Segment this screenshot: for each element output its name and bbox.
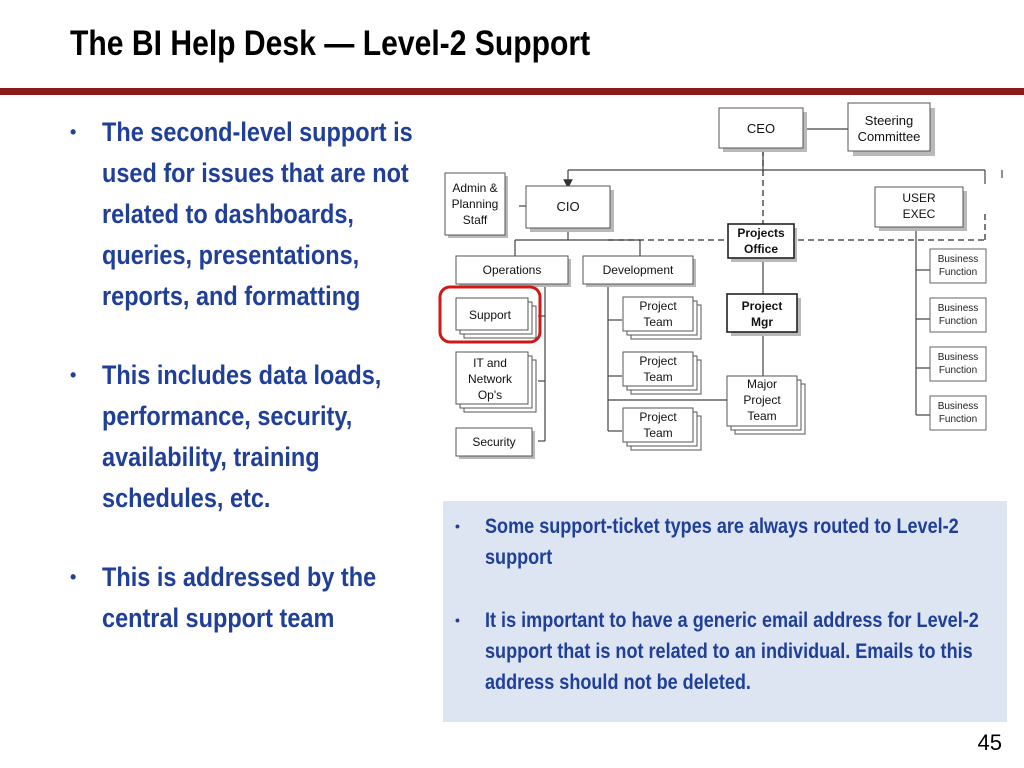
org-box-business-function: Business Function: [929, 346, 987, 382]
org-box-business-function: Business Function: [929, 248, 987, 284]
org-label: Project: [639, 354, 677, 368]
bullet-glyph: •: [70, 365, 77, 385]
org-box-operations: Operations: [455, 255, 571, 287]
bullet-text: This is addressed by the central support…: [102, 562, 377, 633]
org-label: Planning: [452, 197, 499, 211]
org-label: Operations: [483, 263, 542, 277]
org-label: Staff: [463, 213, 488, 227]
bullet-item: • The second-level support is used for i…: [70, 112, 420, 317]
title-rule: [0, 88, 1024, 95]
bullet-item: • This includes data loads, performance,…: [70, 355, 420, 519]
bullet-text: This includes data loads, performance, s…: [102, 360, 382, 513]
note-bullet-list: • Some support-ticket types are always r…: [453, 511, 993, 730]
org-label: IT and: [473, 356, 507, 370]
org-label: Project: [742, 299, 783, 313]
bullet-item: • This is addressed by the central suppo…: [70, 557, 420, 639]
org-label: Function: [939, 365, 977, 376]
org-label: Business: [938, 401, 979, 412]
bullet-glyph: •: [70, 567, 77, 587]
org-label: Team: [643, 315, 672, 329]
org-label: Op's: [478, 388, 502, 402]
org-label: Function: [939, 316, 977, 327]
org-label: Security: [472, 435, 515, 449]
org-label: Team: [747, 409, 776, 423]
org-label: Development: [603, 263, 674, 277]
org-label: Project: [639, 410, 677, 424]
org-label: Team: [643, 426, 672, 440]
org-box-user-exec: USER EXEC: [874, 186, 967, 231]
org-box-project-team: Project Team: [622, 351, 702, 395]
org-box-project-mgr: Project Mgr: [726, 293, 801, 336]
org-label: Project: [639, 299, 677, 313]
org-label: Network: [468, 372, 513, 386]
org-box-projects-office: Projects Office: [727, 223, 797, 262]
note-bullet-text: Some support-ticket types are always rou…: [485, 515, 959, 569]
org-box-security: Security: [455, 427, 535, 459]
bullet-glyph: •: [455, 612, 460, 628]
org-label: CEO: [747, 121, 775, 136]
org-label: Major: [747, 377, 777, 391]
org-chart: CEO Steering Committee Admin & Planning …: [430, 98, 1010, 468]
org-label: Admin &: [452, 181, 497, 195]
org-label: Team: [643, 370, 672, 384]
org-box-major-project-team: Major Project Team: [726, 375, 806, 435]
org-box-cio: CIO: [525, 185, 614, 232]
org-label: Steering: [865, 113, 913, 128]
org-box-development: Development: [582, 255, 696, 287]
org-label: Business: [938, 352, 979, 363]
note-bullet-item: • Some support-ticket types are always r…: [453, 511, 993, 573]
note-box: • Some support-ticket types are always r…: [443, 501, 1007, 722]
org-label: Support: [469, 308, 512, 322]
org-label: Committee: [858, 129, 921, 144]
org-box-business-function: Business Function: [929, 297, 987, 333]
org-label: EXEC: [903, 207, 936, 221]
bullet-glyph: •: [70, 122, 77, 142]
org-box-admin: Admin & Planning Staff: [444, 172, 508, 238]
org-label: CIO: [556, 199, 579, 214]
org-label: Business: [938, 303, 979, 314]
org-label: Project: [743, 393, 781, 407]
org-box-project-team: Project Team: [622, 407, 702, 451]
page-number: 45: [977, 730, 1002, 755]
org-label: Mgr: [751, 315, 773, 329]
org-label: Function: [939, 267, 977, 278]
org-box-business-function: Business Function: [929, 395, 987, 431]
org-label: Function: [939, 414, 977, 425]
org-label: Business: [938, 254, 979, 265]
org-label: Projects: [737, 226, 785, 240]
org-label: USER: [902, 191, 936, 205]
org-label: Office: [744, 242, 778, 256]
org-box-it-network: IT and Network Op's: [455, 351, 537, 413]
bullet-text: The second-level support is used for iss…: [102, 117, 413, 311]
bullet-glyph: •: [455, 518, 460, 534]
org-box-steering: Steering Committee: [847, 102, 935, 156]
support-highlight: [438, 285, 542, 344]
org-box-ceo: CEO: [718, 107, 807, 152]
slide-title: The BI Help Desk — Level-2 Support: [70, 24, 591, 63]
main-bullet-list: • The second-level support is used for i…: [70, 112, 420, 677]
org-box-support: Support: [455, 297, 537, 339]
org-box-project-team: Project Team: [622, 296, 702, 340]
note-bullet-item: • It is important to have a generic emai…: [453, 605, 993, 698]
note-bullet-text: It is important to have a generic email …: [485, 609, 979, 694]
